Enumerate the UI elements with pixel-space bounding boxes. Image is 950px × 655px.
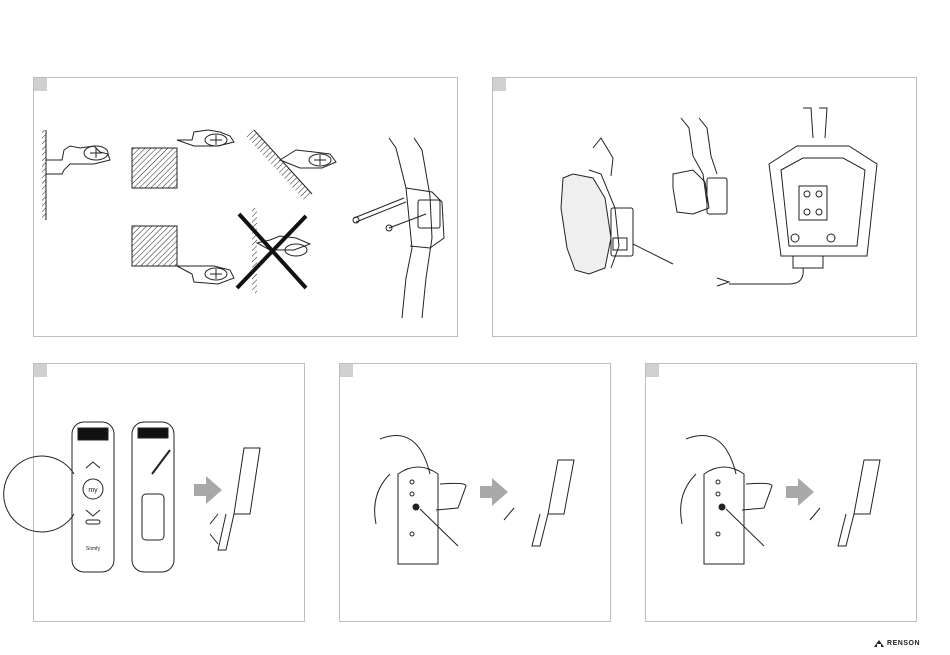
ceiling-mount-icon [132, 130, 234, 188]
panel-motor-step-b [645, 363, 917, 622]
remote-brand-label: Somfy [86, 546, 101, 552]
motor-bracket-screws-icon [353, 138, 444, 318]
motor-piston-icon [210, 448, 260, 550]
motor-step-b-illustration [646, 364, 918, 623]
brand-logo: RENSON [874, 639, 920, 647]
remote-front-icon: my Somfy [4, 422, 114, 572]
motor-arm-icon [681, 436, 772, 564]
arrow-right-icon [480, 478, 508, 506]
remote-illustration: my Somfy [34, 364, 306, 623]
panel-remote-pairing: my Somfy [33, 363, 305, 622]
motor-step-a-illustration [340, 364, 612, 623]
slanted-mount-icon [246, 130, 336, 200]
remote-my-label: my [88, 487, 98, 494]
junction-box-icon [717, 108, 877, 286]
motor-piston-icon [810, 460, 880, 546]
motor-arm-icon [375, 436, 466, 564]
panel-mounting-options [33, 77, 458, 337]
motor-housing-icon [561, 138, 673, 274]
panel-motor-step-a [339, 363, 611, 622]
motor-bracket-icon [673, 118, 727, 214]
remote-back-icon [132, 422, 174, 572]
mounting-illustration [34, 78, 459, 338]
wall-mount-icon [42, 130, 110, 220]
arrow-right-icon [194, 476, 222, 504]
arrow-right-icon [786, 478, 814, 506]
wiring-illustration [493, 78, 918, 338]
invalid-mount-icon [237, 208, 310, 293]
brand-name: RENSON [887, 640, 920, 647]
panel-wiring [492, 77, 917, 337]
brand-logo-icon [874, 639, 884, 647]
motor-piston-icon [504, 460, 574, 546]
underside-mount-icon [132, 226, 234, 284]
